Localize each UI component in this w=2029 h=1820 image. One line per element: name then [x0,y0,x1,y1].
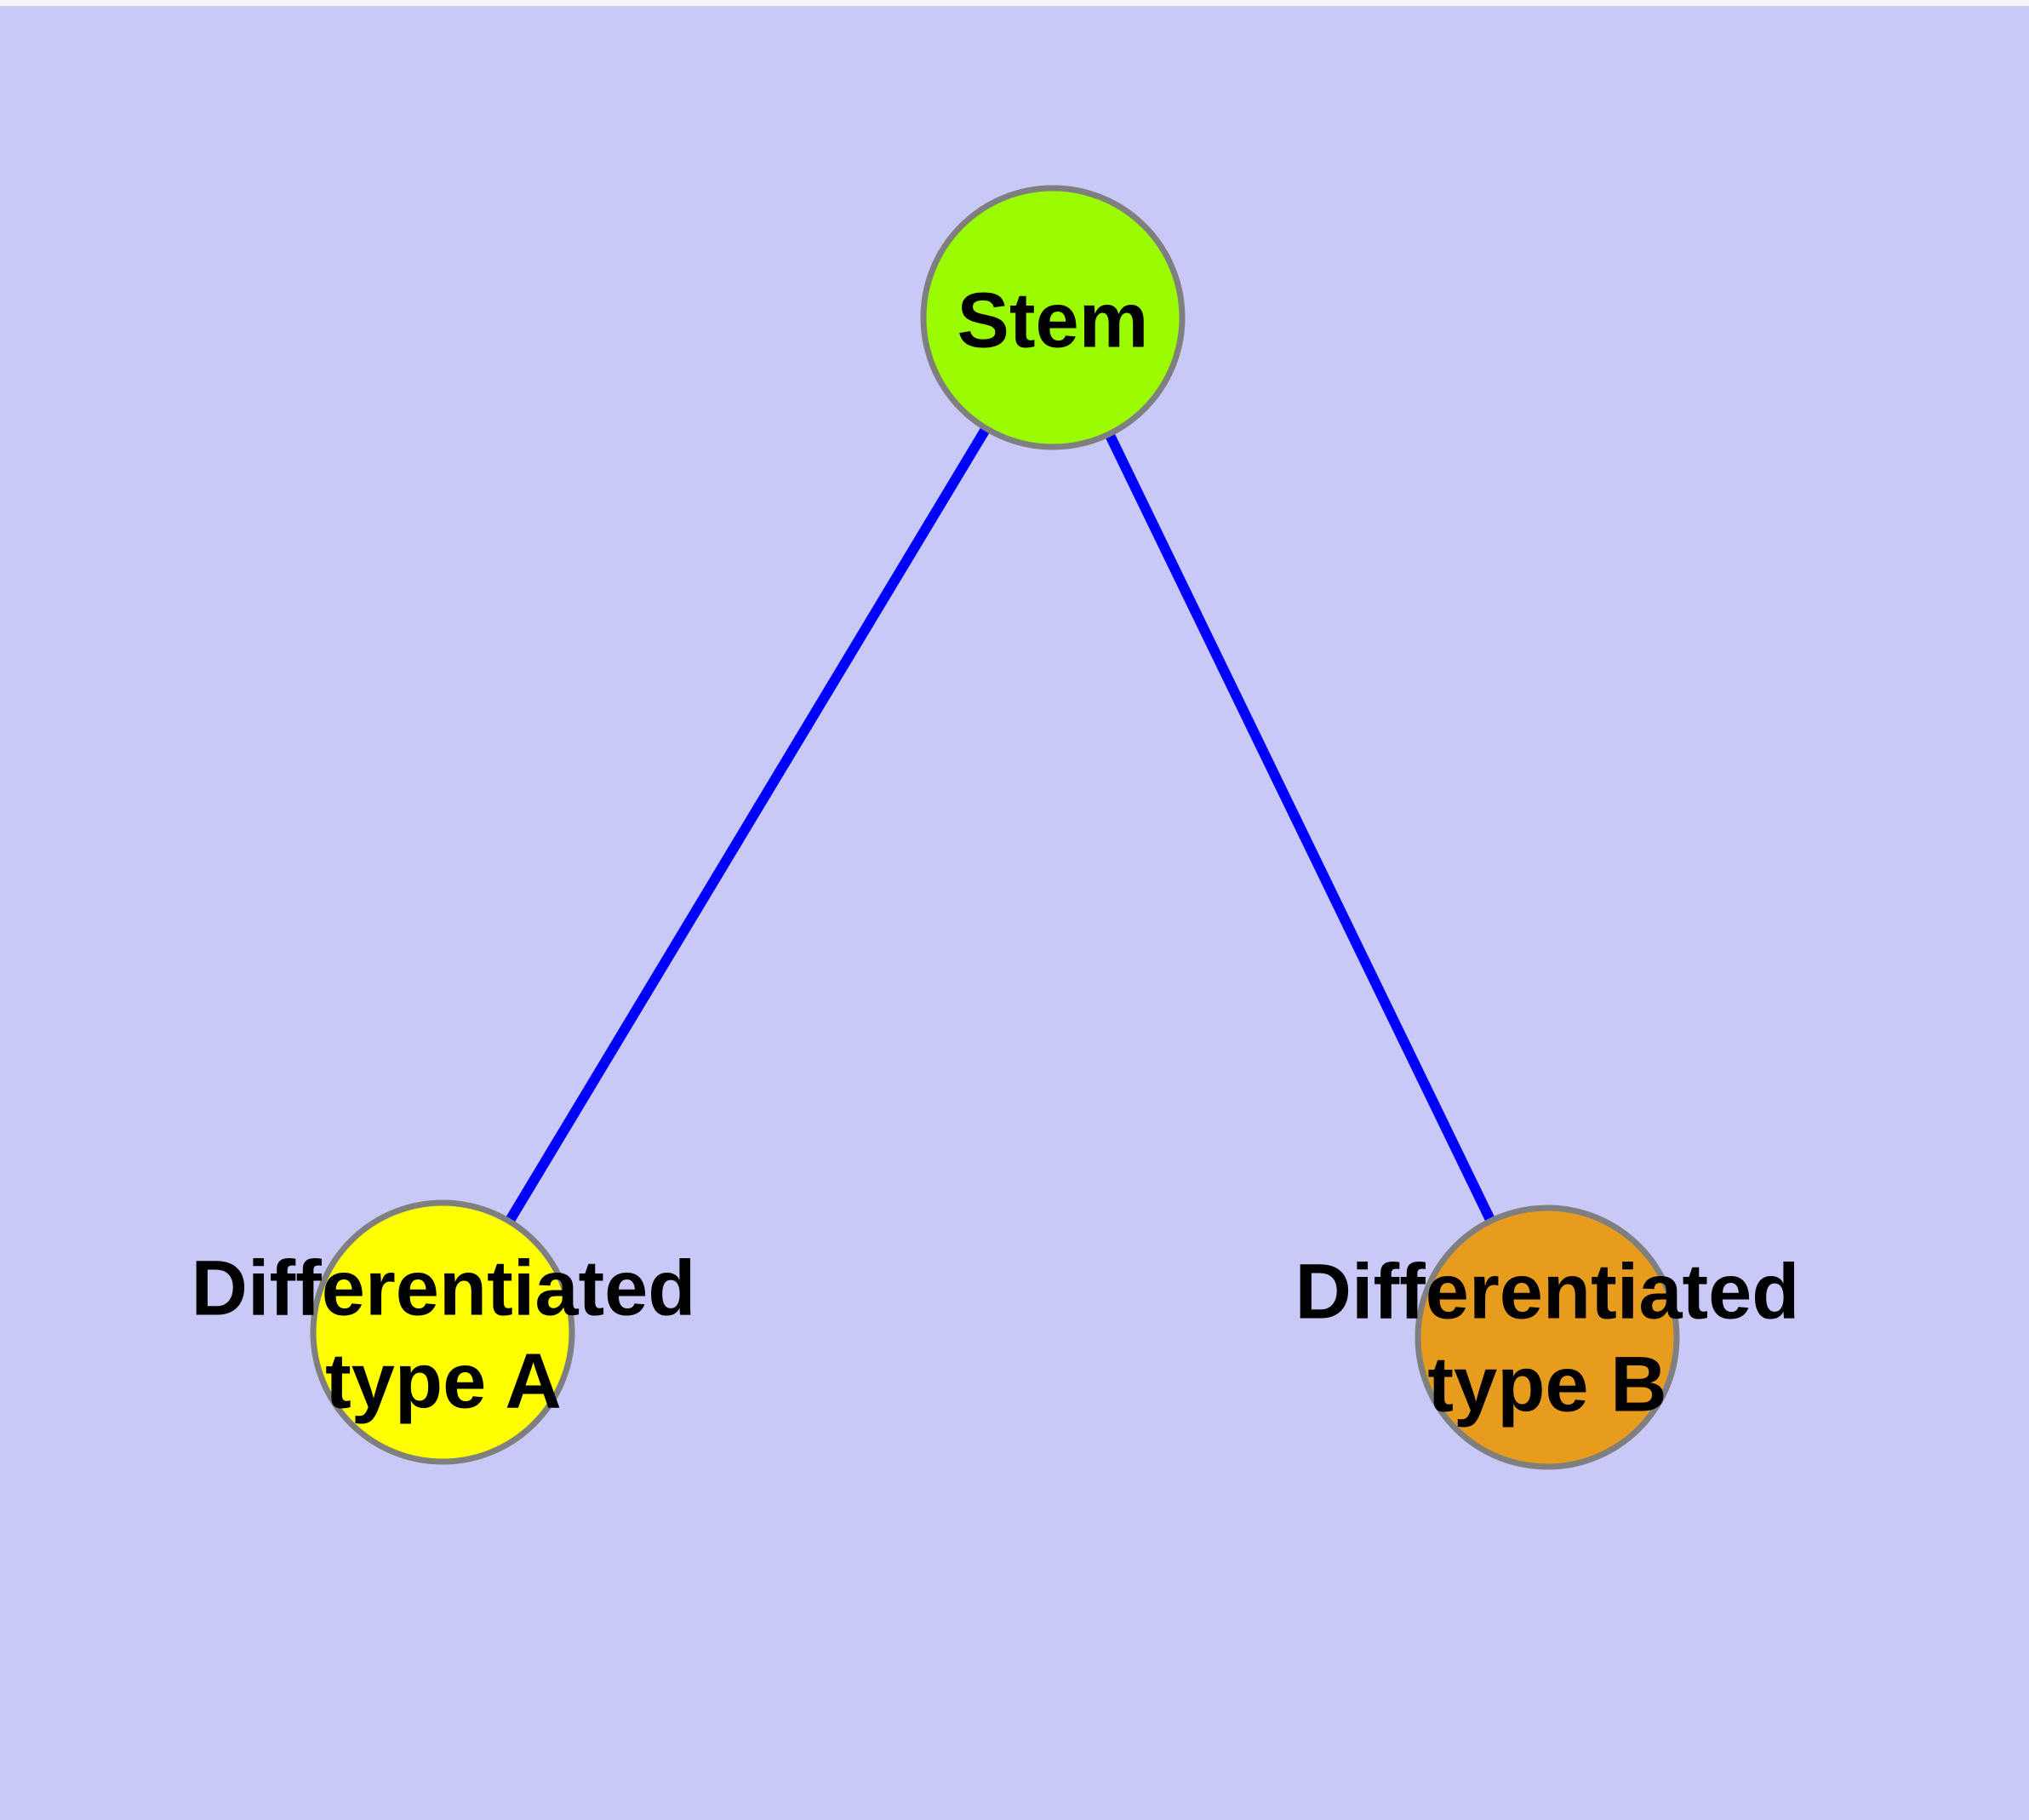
top-edge-strip [0,0,2029,6]
node-differentiated-type-b-circle [1415,1205,1680,1470]
edge-stem-to-type-b [1048,315,1552,1340]
node-label-stem: Stem [957,277,1149,364]
edge-stem-to-type-a [437,314,1058,1336]
node-differentiated-type-a-circle [310,1199,575,1465]
node-stem-circle [920,185,1186,450]
node-label-differentiated-type-a: Differentiated type A [191,1245,696,1424]
node-label-differentiated-type-b: Differentiated type B [1295,1248,1800,1428]
